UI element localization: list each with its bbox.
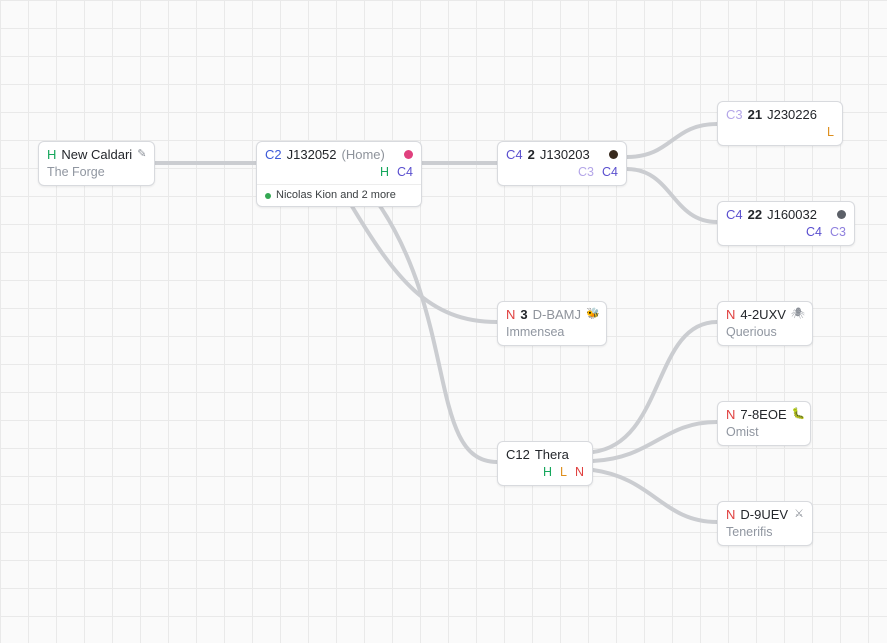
node-title-row: N 3 D-BAMJ 🐝 [506, 305, 600, 324]
occupants-row[interactable]: Nicolas Kion and 2 more [257, 184, 421, 202]
security-class-label: N [726, 307, 736, 322]
wormhole-class-label: C2 [265, 147, 282, 162]
pilot-count: 2 [527, 147, 535, 162]
system-name: J130203 [539, 147, 590, 162]
statics-row: C3 C4 [506, 164, 618, 181]
static-label: H [542, 465, 553, 479]
system-name: D-BAMJ [532, 307, 582, 322]
statics-row: H C4 [265, 164, 413, 181]
occupants-text: Nicolas Kion and 2 more [276, 189, 396, 201]
status-dot [837, 210, 846, 219]
system-node-7-8eoe[interactable]: N 7-8EOE 🐛 Omist [717, 401, 811, 446]
region-row: Querious [726, 324, 804, 341]
system-node-j130203[interactable]: C4 2 J130203 C3 C4 [497, 141, 627, 186]
system-name: D-9UEV [740, 507, 789, 522]
system-node-j160032[interactable]: C4 22 J160032 C4 C3 [717, 201, 855, 246]
static-label: C3 [830, 225, 846, 239]
crossed-swords-icon: ⚔ [794, 508, 804, 520]
statics-row: H L N [506, 464, 584, 481]
system-node-4-2uxv[interactable]: N 4-2UXV 🕷 Querious [717, 301, 813, 346]
system-name: J160032 [767, 207, 817, 222]
node-title-row: C3 21 J230226 [726, 105, 834, 124]
bee-icon: 🐝 [586, 308, 600, 320]
edge-thera-42uxv[interactable] [591, 320, 719, 454]
edge-j132052-thera[interactable] [376, 201, 499, 464]
edge-thera-78eoe[interactable] [591, 420, 719, 463]
system-node-new-caldari[interactable]: H New Caldari ✎ The Forge [38, 141, 155, 186]
home-tag: (Home) [341, 147, 385, 162]
edge-j130203-j230226[interactable] [625, 122, 719, 159]
node-title-row: C12 Thera [506, 445, 584, 464]
system-name: J230226 [767, 107, 817, 122]
static-label: N [574, 465, 584, 479]
region-row: The Forge [47, 164, 146, 181]
static-label: L [560, 465, 567, 479]
wormhole-class-label: C12 [506, 447, 530, 462]
node-title-row: N 4-2UXV 🕷 [726, 305, 805, 324]
region-name: Tenerifis [726, 525, 773, 539]
system-node-j230226[interactable]: C3 21 J230226 L [717, 101, 843, 146]
status-dot [609, 150, 618, 159]
system-node-thera[interactable]: C12 Thera H L N [497, 441, 593, 486]
pilot-count: 22 [747, 207, 763, 222]
pilot-count: 21 [747, 107, 763, 122]
node-title-row: H New Caldari ✎ [47, 145, 146, 164]
static-label: C4 [397, 165, 413, 179]
statics-row: C4 C3 [726, 224, 846, 241]
spider-icon: 🕷 [790, 308, 805, 320]
system-node-d-bamj[interactable]: N 3 D-BAMJ 🐝 Immensea [497, 301, 607, 346]
region-row: Immensea [506, 324, 598, 341]
security-class-label: N [726, 507, 736, 522]
system-name: J132052 [286, 147, 337, 162]
system-name: Thera [534, 447, 569, 462]
security-class-label: H [47, 147, 57, 162]
static-label: C3 [578, 165, 595, 179]
region-row: Omist [726, 424, 802, 441]
node-title-row: C2 J132052 (Home) [265, 145, 413, 164]
static-label: C4 [602, 165, 618, 179]
static-label: H [379, 165, 390, 179]
pencil-icon: ✎ [137, 148, 147, 160]
node-title-row: N D-9UEV ⚔ [726, 505, 804, 524]
system-name: 4-2UXV [740, 307, 786, 322]
edge-j132052-dbamj[interactable] [348, 201, 499, 324]
system-node-d-9uev[interactable]: N D-9UEV ⚔ Tenerifis [717, 501, 813, 546]
edge-j130203-j160032[interactable] [625, 167, 719, 224]
node-title-row: C4 22 J160032 [726, 205, 846, 224]
node-title-row: C4 2 J130203 [506, 145, 618, 164]
status-dot [404, 150, 413, 159]
system-name: New Caldari [61, 147, 133, 162]
online-dot [265, 192, 271, 199]
security-class-label: N [506, 307, 516, 322]
region-name: The Forge [47, 165, 105, 179]
statics-row: L [726, 124, 834, 141]
region-name: Omist [726, 425, 759, 439]
system-name: 7-8EOE [740, 407, 787, 422]
wormhole-class-label: C4 [506, 147, 523, 162]
region-name: Querious [726, 325, 777, 339]
edge-thera-d9uev[interactable] [591, 468, 719, 524]
system-node-j132052[interactable]: C2 J132052 (Home) H C4 Nicolas Kion and … [256, 141, 422, 207]
static-label: L [827, 125, 834, 139]
region-row: Tenerifis [726, 524, 804, 541]
node-title-row: N 7-8EOE 🐛 [726, 405, 805, 424]
bug-icon: 🐛 [791, 408, 806, 420]
security-class-label: N [726, 407, 736, 422]
wormhole-class-label: C4 [726, 207, 743, 222]
static-label: C4 [806, 225, 823, 239]
wormhole-class-label: C3 [726, 107, 743, 122]
pilot-count: 3 [520, 307, 528, 322]
region-name: Immensea [506, 325, 565, 339]
